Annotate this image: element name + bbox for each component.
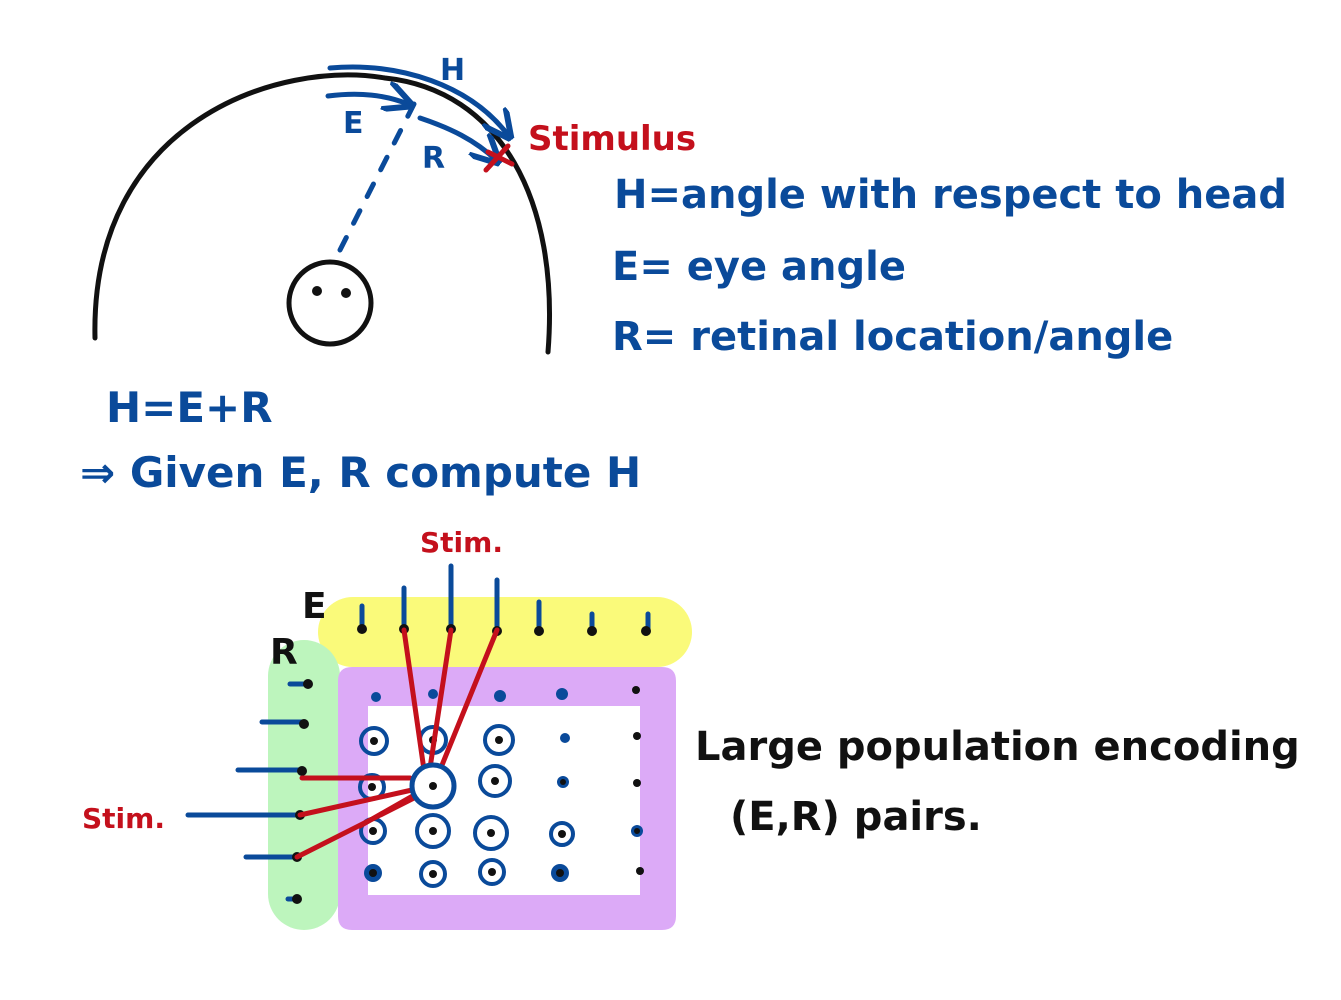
grid-label-r: R bbox=[270, 632, 298, 673]
population-frame bbox=[338, 667, 676, 930]
definition-r: R= retinal location/angle bbox=[612, 314, 1173, 360]
equation: H=E+R bbox=[106, 383, 273, 432]
population-text-line2: (E,R) pairs. bbox=[730, 794, 982, 840]
stim-label-top: Stim. bbox=[420, 526, 503, 559]
stim-label-left: Stim. bbox=[82, 802, 165, 835]
e-input-highlight bbox=[318, 597, 692, 667]
e-angle-arrow bbox=[325, 94, 408, 104]
head-icon bbox=[286, 259, 374, 347]
given-statement: ⇒ Given E, R compute H bbox=[80, 448, 641, 497]
population-grid bbox=[358, 686, 644, 888]
label-stimulus: Stimulus bbox=[528, 119, 696, 159]
stimulus-connections bbox=[294, 627, 500, 860]
population-text-line1: Large population encoding bbox=[695, 724, 1300, 770]
stimulus-marker bbox=[483, 143, 515, 173]
definition-h: H=angle with respect to head bbox=[614, 172, 1287, 218]
active-neuron bbox=[409, 762, 457, 810]
gaze-direction-line bbox=[337, 101, 417, 253]
definition-e: E= eye angle bbox=[612, 244, 906, 290]
label-h: H bbox=[440, 53, 465, 88]
label-r: R bbox=[422, 141, 445, 176]
grid-label-e: E bbox=[302, 586, 327, 627]
label-e: E bbox=[343, 106, 364, 141]
h-angle-arrow bbox=[327, 64, 508, 135]
visual-field-arc bbox=[92, 72, 552, 355]
